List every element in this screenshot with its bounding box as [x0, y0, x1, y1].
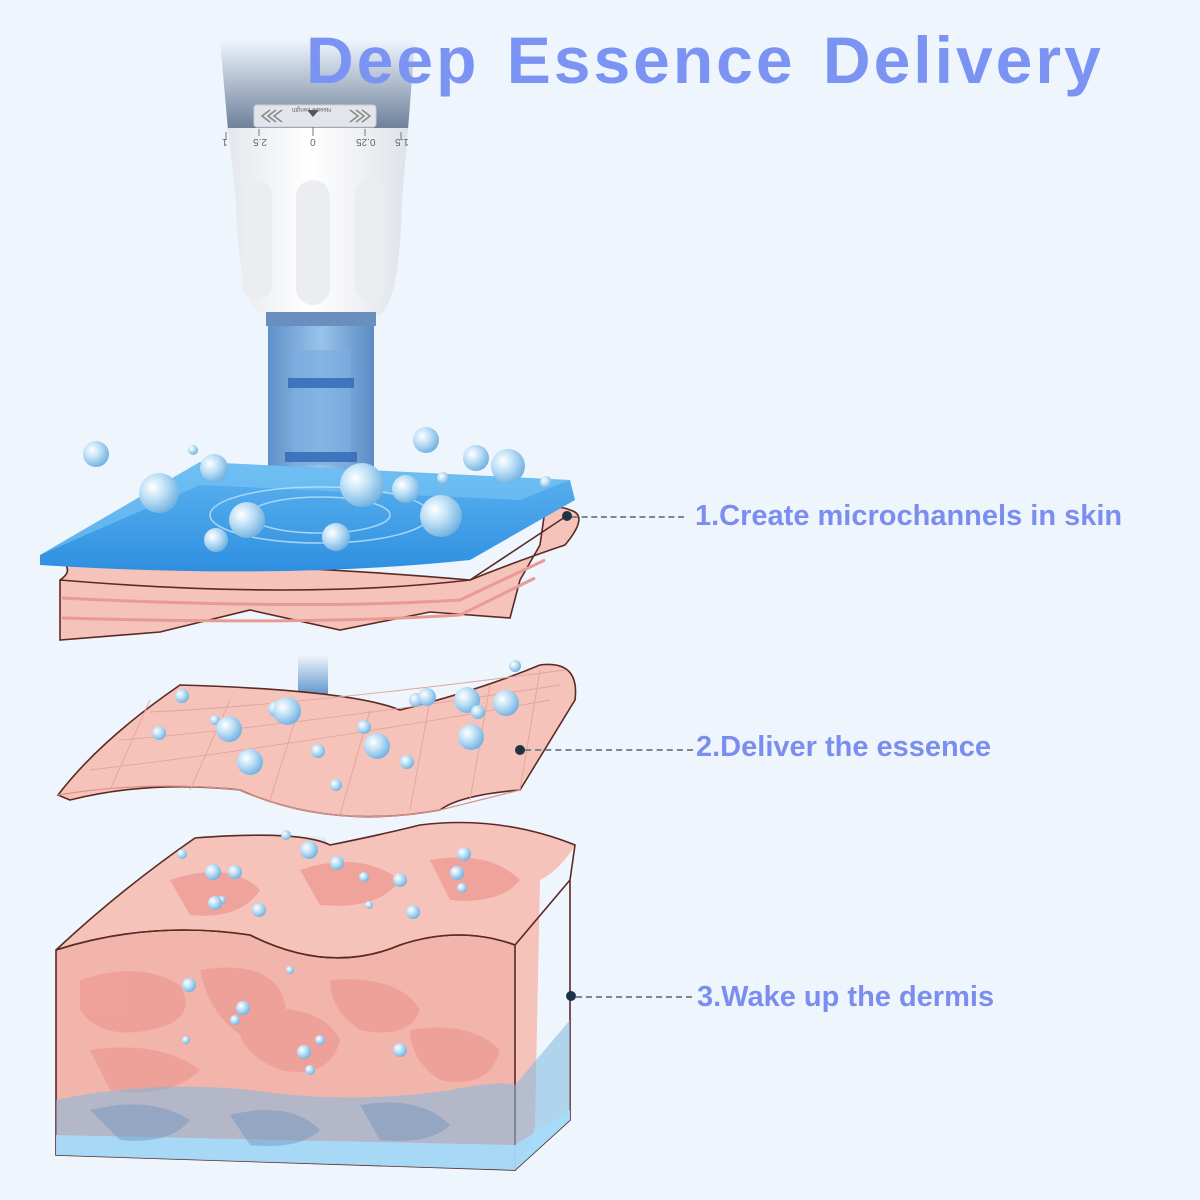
- callout-leader: [525, 749, 693, 751]
- skin-layer-2: [56, 663, 577, 818]
- callout-dot: [566, 991, 576, 1001]
- scale-mark: 0.25: [356, 136, 376, 147]
- grip-ridges: [242, 180, 385, 305]
- needle-length-label: Needle Length: [292, 106, 332, 112]
- skin-layer-1: [40, 462, 580, 641]
- callout-leader: [576, 996, 692, 998]
- cartridge-collar: [266, 312, 376, 326]
- dermis-block: [55, 821, 576, 1171]
- chevron-left-icon: [260, 109, 283, 123]
- callout-dot: [562, 511, 572, 521]
- scale-mark: 2.5: [253, 136, 267, 147]
- microneedle-pen: [220, 40, 415, 496]
- bubbles-layer-2: [152, 660, 521, 791]
- bubbles-layer-1: [83, 427, 552, 552]
- pointer-triangle-icon: [307, 110, 319, 117]
- needle-length-window: [253, 104, 377, 128]
- page-title: Deep Essence Delivery: [306, 23, 1104, 97]
- callout-leader: [572, 516, 684, 518]
- step-label-2: 2.Deliver the essence: [696, 731, 992, 763]
- scale-mark: 1: [222, 136, 228, 147]
- callout-dot: [515, 745, 525, 755]
- step-label-1: 1.Create microchannels in skin: [695, 500, 1123, 532]
- scale-mark: 1.5: [395, 136, 409, 147]
- scale-mark: 0: [310, 136, 316, 147]
- dial-scale: 1 2.5 0 0.25 1.5: [220, 136, 410, 150]
- dial-ticks: [225, 127, 402, 140]
- chevron-right-icon: [349, 109, 372, 123]
- bubbles-layer-3: [177, 830, 471, 1075]
- step-label-3: 3.Wake up the dermis: [697, 981, 995, 1013]
